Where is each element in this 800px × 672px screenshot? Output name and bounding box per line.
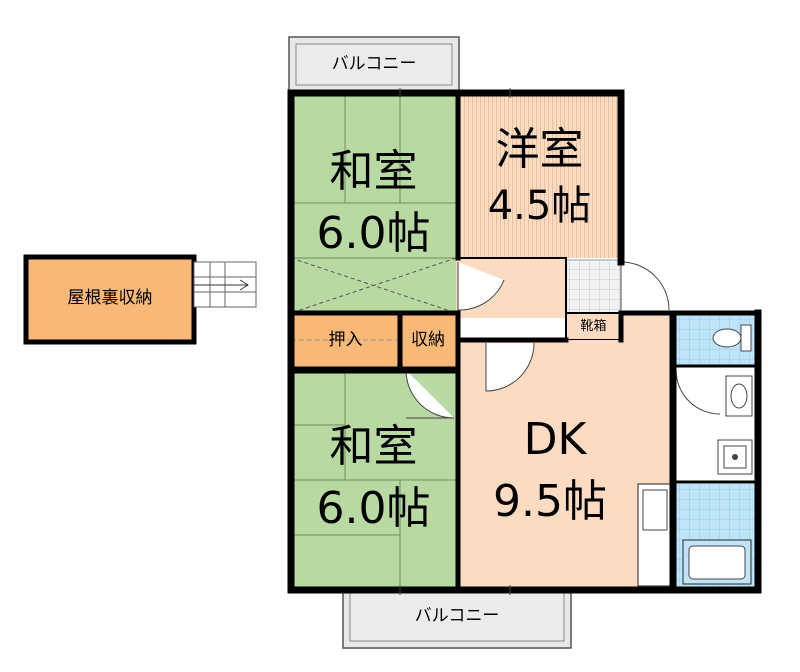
washitsu-bottom-size: 6.0帖 xyxy=(316,483,431,534)
genkan-tile xyxy=(565,259,622,316)
room-washitsu-bottom xyxy=(291,369,456,590)
kutsubako-label: 靴箱 xyxy=(580,319,607,334)
balcony-top-label: バルコニー xyxy=(331,54,417,74)
washroom xyxy=(675,369,756,482)
doors xyxy=(457,261,670,311)
room-youshitsu xyxy=(458,93,621,258)
room-dk xyxy=(458,315,673,590)
balcony-top xyxy=(288,36,460,93)
dk-name: DK xyxy=(523,414,587,465)
bathroom xyxy=(676,484,756,590)
youshitsu-name: 洋室 xyxy=(495,124,584,175)
balcony-bottom-label: バルコニー xyxy=(414,606,500,626)
washitsu-top-name: 和室 xyxy=(329,146,418,197)
shuno-label: 収納 xyxy=(411,330,445,350)
walls xyxy=(287,89,762,594)
washitsu-top-size: 6.0帖 xyxy=(316,208,431,259)
attic-storage xyxy=(23,254,257,345)
youshitsu-size: 4.5帖 xyxy=(487,183,592,229)
room-washitsu-top xyxy=(290,93,457,314)
window-marks xyxy=(399,88,511,595)
oshiire-label: 押入 xyxy=(328,330,363,350)
toilet xyxy=(676,315,756,365)
washitsu-bottom-name: 和室 xyxy=(329,421,418,472)
attic-storage-label: 屋根裏収納 xyxy=(67,288,153,308)
dk-size: 9.5帖 xyxy=(493,476,607,527)
shuno xyxy=(400,313,456,368)
